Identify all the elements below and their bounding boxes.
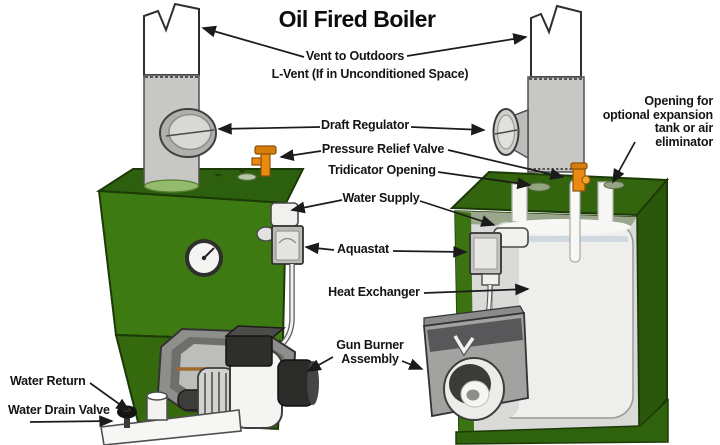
- arrow-aquastat-right: [392, 245, 468, 258]
- gun-burner-right: [423, 305, 529, 421]
- left-boiler: [95, 2, 319, 445]
- pressure-relief-valve-right: [570, 162, 591, 192]
- expansion-tank-opening-hole: [603, 180, 625, 190]
- label-vent-to-outdoors: Vent to Outdoors: [305, 49, 405, 63]
- arrow-heat-exchanger: [423, 283, 530, 296]
- immersion-well-pipe: [569, 179, 581, 263]
- leader-arrows: [29, 25, 636, 428]
- tridicator-gauge: [185, 239, 223, 277]
- right-boiler: [423, 4, 670, 445]
- arrow-gun-burner-left: [306, 356, 334, 372]
- pressure-relief-valve-left: [251, 145, 277, 177]
- arrow-expansion-opening: [612, 141, 636, 184]
- label-aquastat: Aquastat: [337, 242, 389, 256]
- label-draft-regulator: Draft Regulator: [321, 118, 409, 132]
- left-vent-pipe: [143, 2, 217, 193]
- right-vent-pipe: [492, 4, 585, 173]
- label-gun-burner-assembly: Gun Burner Assembly: [336, 338, 404, 366]
- water-return-drain: [100, 391, 242, 445]
- aquastat-left: [256, 202, 304, 349]
- label-water-supply: Water Supply: [342, 191, 420, 205]
- label-heat-exchanger: Heat Exchanger: [328, 285, 420, 299]
- label-pressure-relief-valve: Pressure Relief Valve: [321, 142, 445, 156]
- top-opening: [237, 173, 257, 181]
- arrow-prv-right: [447, 149, 565, 180]
- arrow-water-supply-left: [290, 199, 343, 214]
- gun-burner-left: [156, 325, 319, 429]
- arrow-water-return: [89, 382, 131, 412]
- arrow-prv-left: [279, 149, 322, 161]
- arrow-water-drain: [29, 415, 114, 428]
- label-water-drain-valve: Water Drain Valve: [8, 403, 110, 417]
- label-expansion-opening: Opening for optional expansion tank or a…: [602, 94, 714, 149]
- arrow-tridicator: [437, 171, 532, 190]
- label-water-return: Water Return: [10, 374, 86, 388]
- arrow-aquastat-left: [304, 242, 335, 255]
- arrow-vent-right: [406, 33, 528, 57]
- arrow-gun-burner-right: [401, 358, 424, 370]
- arrow-water-supply-right: [419, 200, 496, 227]
- diagram-title: Oil Fired Boiler: [278, 6, 436, 32]
- label-tridicator-opening: Tridicator Opening: [328, 163, 436, 177]
- arrow-draft-left: [217, 122, 321, 135]
- tridicator-opening-hole: [527, 182, 551, 192]
- arrow-draft-right: [410, 123, 486, 136]
- label-l-vent: L-Vent (If in Unconditioned Space): [271, 67, 469, 81]
- arrow-vent-left: [201, 25, 305, 58]
